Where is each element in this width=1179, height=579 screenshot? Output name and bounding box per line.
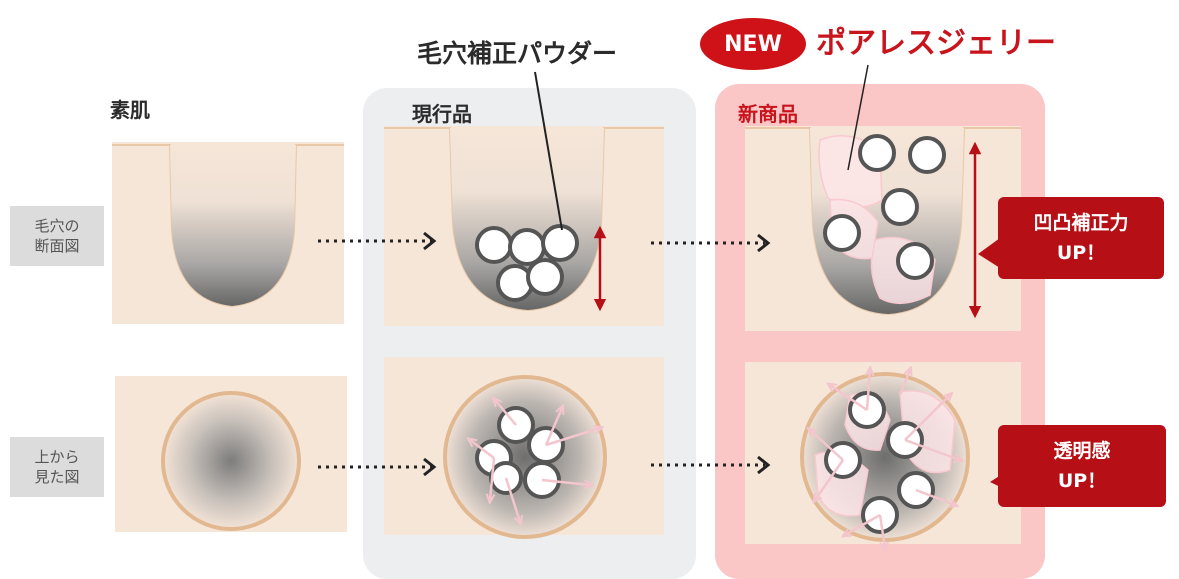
new-badge: NEW [700,18,806,70]
transparency-callout: 透明感 UP！ [998,425,1166,507]
jelly-label: ポアレスジェリー [816,26,1056,61]
top-view-line-1: 上から [34,448,80,466]
current-top-view [384,357,664,539]
transparency-callout-line-2: UP！ [1057,470,1107,492]
top-view-row-label: 上から 見た図 [10,437,104,497]
light-scatter-arrows [470,370,960,548]
unevenness-callout-pointer [978,238,1000,268]
unevenness-callout-line-2: UP！ [1056,242,1106,264]
cross-section-row-label: 毛穴の 断面図 [10,206,104,266]
new-product-label: 新商品 [738,102,798,126]
flow-arrows [318,231,771,477]
unevenness-callout-line-1: 凹凸補正力 [1033,212,1129,234]
unevenness-callout: 凹凸補正力 UP！ [998,197,1164,279]
bare-skin-top-view [115,376,347,532]
powder-leader-line [534,71,563,231]
top-view-line-2: 見た図 [34,468,80,486]
cross-section-line-1: 毛穴の [34,217,80,235]
current-cross-section [384,126,664,326]
bare-skin-label: 素肌 [110,98,150,122]
cross-section-line-2: 断面図 [34,237,80,255]
bare-skin-cross-section [112,142,344,324]
current-product-label: 現行品 [412,102,472,126]
jelly-leader-line [847,64,869,171]
transparency-callout-line-1: 透明感 [1053,440,1111,462]
powder-label: 毛穴補正パウダー [417,39,618,68]
